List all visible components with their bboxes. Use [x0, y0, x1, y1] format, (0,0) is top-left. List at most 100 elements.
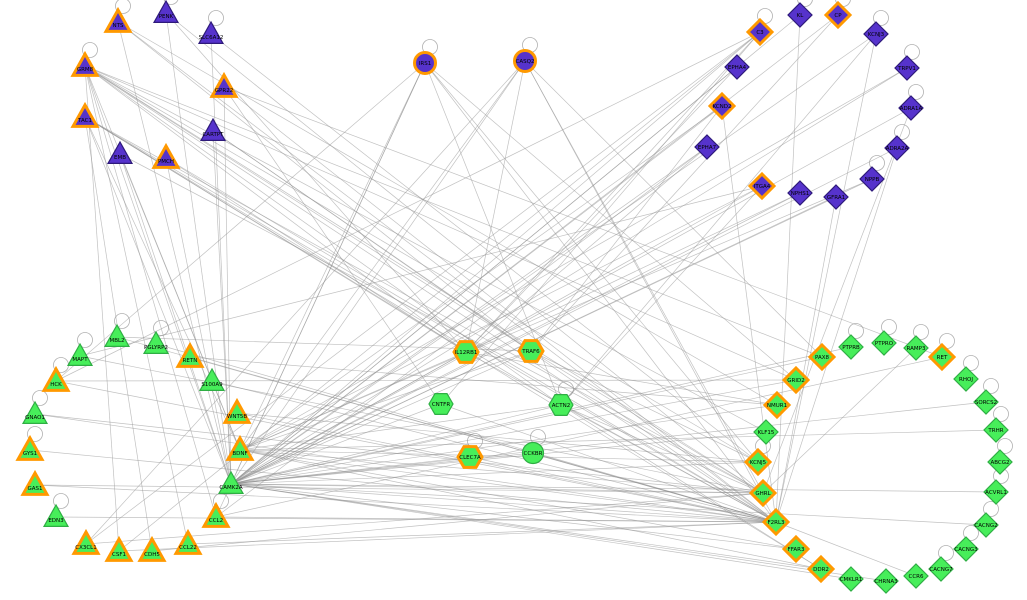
edge-RAMP3-GHRL — [762, 347, 917, 494]
edge-KCNJ3-F2RL3 — [775, 33, 877, 523]
WNT5B-shape — [222, 397, 252, 424]
self-loop-ADRA2A — [894, 124, 910, 140]
node-MAPT[interactable]: MAPT — [66, 342, 94, 366]
node-EMB[interactable]: EMB — [106, 140, 134, 164]
ACVRL1-shape — [983, 479, 1009, 505]
node-F2RL3[interactable]: F2RL3 — [761, 507, 791, 537]
node-GRID2[interactable]: GRID2 — [781, 365, 811, 395]
node-EPHA7[interactable]: EPHA7 — [694, 134, 720, 160]
node-CNTFR[interactable]: CNTFR — [428, 393, 454, 415]
edge-CARTPT-TRAF6 — [212, 130, 532, 352]
node-ADRA2A[interactable]: ADRA2A — [884, 135, 910, 161]
edge-GAS1-GHRL — [34, 484, 764, 494]
edge-SORCS2-CAMK2A — [230, 401, 987, 485]
edge-MAPT-GHRL — [79, 355, 764, 494]
edge-EMB-CAMK2A — [119, 153, 232, 485]
RET-shape — [927, 342, 957, 372]
node-WNT5B[interactable]: WNT5B — [222, 397, 252, 424]
node-FFAR3[interactable]: FFAR3 — [781, 534, 811, 564]
node-CACNG7[interactable]: CACNG7 — [928, 556, 954, 582]
edge-ACTN2-CAMK2A — [230, 404, 562, 485]
node-PTPRO[interactable]: PTPRO — [871, 330, 897, 356]
node-C3[interactable]: C3 — [745, 17, 775, 47]
node-EDN3[interactable]: EDN3 — [42, 503, 70, 528]
node-RHOJ[interactable]: RHOJ — [953, 366, 979, 392]
CNTFR-shape — [428, 393, 454, 415]
self-loop-RHOJ — [963, 355, 979, 371]
node-KCND2[interactable]: KCND2 — [707, 91, 737, 121]
GFRA1-shape — [823, 184, 849, 210]
edge-PTPRB-CAMK2A — [230, 346, 852, 485]
node-ACTN2[interactable]: ACTN2 — [548, 394, 574, 416]
node-NTS[interactable]: NTS — [103, 6, 133, 33]
self-loop-ADRA1A — [908, 84, 924, 100]
node-CACNG2[interactable]: CACNG2 — [973, 512, 999, 538]
node-GRM8[interactable]: GRM8 — [70, 50, 100, 77]
PENK-shape — [152, 0, 180, 23]
KCND2-shape — [707, 91, 737, 121]
HCK-shape — [41, 365, 71, 392]
edge-CACNG2-CAMK2A — [230, 483, 987, 526]
node-CLEC7A[interactable]: CLEC7A — [456, 445, 484, 469]
node-CP[interactable]: CP — [823, 0, 853, 30]
node-CCL2[interactable]: CCL2 — [201, 501, 231, 528]
node-DDR2[interactable]: DDR2 — [806, 554, 836, 584]
self-loop-GYS1 — [27, 426, 43, 442]
edge-ACTN2-F2RL3 — [560, 404, 777, 523]
self-loop-MBL2 — [114, 313, 130, 329]
edge-CNTFR-CAMK2A — [230, 403, 442, 485]
node-ACVRL1[interactable]: ACVRL1 — [983, 479, 1009, 505]
edge-TRHR-BDNF — [239, 429, 997, 451]
node-KL[interactable]: KL — [787, 2, 813, 28]
node-CCL22[interactable]: CCL22 — [173, 528, 203, 555]
node-PMCH[interactable]: PMCH — [151, 142, 181, 169]
node-CCKBR[interactable]: CCKBR — [521, 441, 545, 465]
self-loop-EDN3 — [53, 493, 69, 509]
edge-CASQ2-CX3CL1 — [85, 60, 526, 545]
node-IRS1[interactable]: IRS1 — [413, 51, 437, 75]
edge-GPR22-RET — [223, 86, 943, 358]
node-CASQ2[interactable]: CASQ2 — [513, 49, 537, 73]
node-TRAF6[interactable]: TRAF6 — [517, 339, 545, 363]
edge-GRM8-GHRL — [84, 65, 764, 494]
node-CACNG3[interactable]: CACNG3 — [953, 536, 979, 562]
node-GAS1[interactable]: GAS1 — [20, 469, 50, 496]
node-CHRNA3[interactable]: CHRNA3 — [873, 568, 899, 594]
node-CCR6[interactable]: CCR6 — [903, 563, 929, 589]
edge-PENK-CAMK2A — [165, 12, 232, 485]
edge-GRM8-CAMK2A — [84, 65, 232, 485]
ITGA4-shape — [747, 171, 777, 201]
node-PTPRB[interactable]: PTPRB — [838, 334, 864, 360]
node-RET[interactable]: RET — [927, 342, 957, 372]
edge-ADRA2A-F2RL3 — [775, 147, 898, 523]
node-CMKLR1[interactable]: CMKLR1 — [838, 566, 864, 592]
node-ABCG2[interactable]: ABCG2 — [987, 449, 1013, 475]
node-SLC6A12[interactable]: SLC6A12 — [197, 20, 225, 45]
node-KCNJ3[interactable]: KCNJ3 — [863, 21, 889, 47]
node-TAC1[interactable]: TAC1 — [70, 101, 100, 128]
IL12RB1-shape — [452, 340, 480, 364]
self-loop-ABCG2 — [997, 438, 1013, 454]
node-HCK[interactable]: HCK — [41, 365, 71, 392]
edge-CSF1-F2RL3 — [118, 521, 777, 552]
node-ADRA1A[interactable]: ADRA1A — [898, 95, 924, 121]
edge-CX3CL1-GHRL — [85, 492, 764, 545]
node-NMUR1[interactable]: NMUR1 — [762, 390, 792, 420]
node-GPR22[interactable]: GPR22 — [209, 71, 239, 98]
node-TRPV1[interactable]: TRPV1 — [894, 55, 920, 81]
node-KCNJ5[interactable]: KCNJ5 — [743, 447, 773, 477]
edge-CHRNA3-CAMK2A — [230, 483, 887, 582]
edge-CAMK2A-PAX8 — [230, 356, 823, 485]
node-CARTPT[interactable]: CARTPT — [199, 117, 227, 141]
edge-CAMK2A-GRID2 — [230, 379, 797, 485]
node-PENK[interactable]: PENK — [152, 0, 180, 23]
node-GNAO1[interactable]: GNAO1 — [21, 400, 49, 424]
node-ITGA4[interactable]: ITGA4 — [747, 171, 777, 201]
node-IL12RB1[interactable]: IL12RB1 — [452, 340, 480, 364]
edge-C3-CX3CL1 — [85, 31, 761, 545]
node-GYS1[interactable]: GYS1 — [15, 434, 45, 461]
TRPV1-shape — [894, 55, 920, 81]
edge-TRAF6-CAMK2A — [230, 350, 532, 485]
